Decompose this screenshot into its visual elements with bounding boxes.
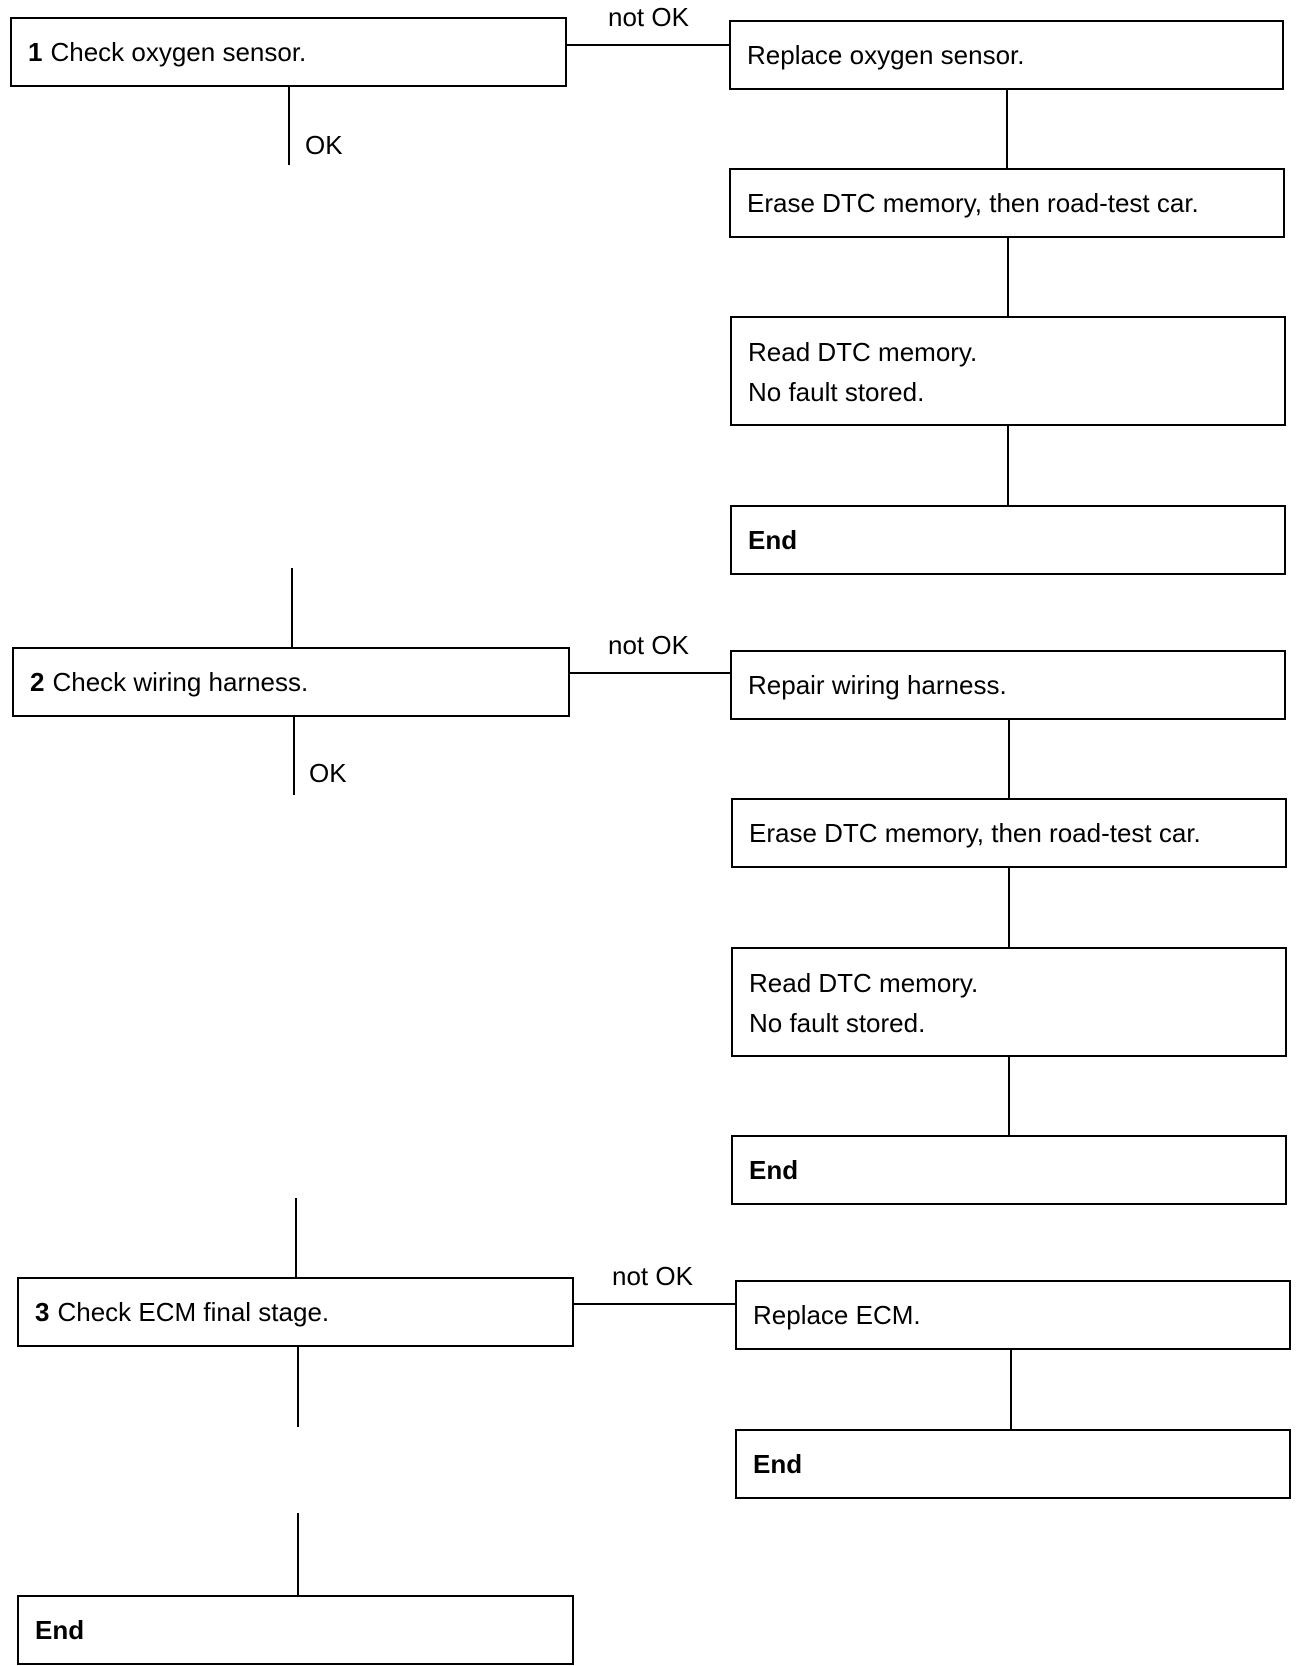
branch-3-end-box: End <box>735 1429 1291 1499</box>
branch-text-line-1: Read DTC memory. <box>748 337 978 367</box>
branch-text: Repair wiring harness. <box>748 670 1007 700</box>
branch-2-end-box: End <box>731 1135 1287 1205</box>
connector-line <box>295 1198 297 1278</box>
connector-line <box>293 717 295 795</box>
end-text: End <box>35 1615 85 1645</box>
step-number: 2 <box>30 667 45 697</box>
not-ok-label: not OK <box>608 2 689 32</box>
connector-line <box>574 1303 735 1305</box>
connector-line <box>1007 426 1009 505</box>
connector-line <box>1008 720 1010 798</box>
step-number: 1 <box>28 37 43 67</box>
branch-1-replace-box: Replace oxygen sensor. <box>729 20 1284 90</box>
connector-line <box>1006 90 1008 168</box>
branch-text-line-2: No fault stored. <box>749 1008 926 1038</box>
connector-line <box>1007 238 1009 316</box>
step-text: Check ECM final stage. <box>57 1297 330 1327</box>
branch-text: Erase DTC memory, then road-test car. <box>749 818 1201 848</box>
step-3-box: 3 Check ECM final stage. <box>17 1277 574 1347</box>
end-text: End <box>748 525 798 555</box>
end-text: End <box>749 1155 799 1185</box>
connector-line <box>1010 1350 1012 1429</box>
branch-text: Erase DTC memory, then road-test car. <box>747 188 1199 218</box>
step-number: 3 <box>35 1297 50 1327</box>
branch-1-erase-box: Erase DTC memory, then road-test car. <box>729 168 1285 238</box>
connector-line <box>297 1347 299 1427</box>
not-ok-label: not OK <box>612 1261 693 1291</box>
connector-line <box>297 1513 299 1595</box>
branch-2-repair-box: Repair wiring harness. <box>730 650 1286 720</box>
end-text: End <box>753 1449 803 1479</box>
branch-2-erase-box: Erase DTC memory, then road-test car. <box>731 798 1287 868</box>
branch-text-line-1: Read DTC memory. <box>749 968 979 998</box>
ok-label: OK <box>309 758 347 788</box>
step-text: Check wiring harness. <box>52 667 309 697</box>
connector-line <box>570 672 731 674</box>
connector-line <box>1008 868 1010 947</box>
connector-line <box>567 44 729 46</box>
branch-2-read-box: Read DTC memory. No fault stored. <box>731 947 1287 1057</box>
step-2-box: 2 Check wiring harness. <box>12 647 570 717</box>
final-end-box: End <box>17 1595 574 1665</box>
branch-text: Replace oxygen sensor. <box>747 40 1025 70</box>
branch-1-end-box: End <box>730 505 1286 575</box>
step-text: Check oxygen sensor. <box>50 37 307 67</box>
connector-line <box>291 568 293 648</box>
branch-3-replace-box: Replace ECM. <box>735 1280 1291 1350</box>
connector-line <box>288 87 290 165</box>
step-1-box: 1 Check oxygen sensor. <box>10 17 567 87</box>
ok-label: OK <box>305 130 343 160</box>
branch-1-read-box: Read DTC memory. No fault stored. <box>730 316 1286 426</box>
branch-text: Replace ECM. <box>753 1300 921 1330</box>
branch-text-line-2: No fault stored. <box>748 377 925 407</box>
connector-line <box>1008 1057 1010 1136</box>
not-ok-label: not OK <box>608 630 689 660</box>
